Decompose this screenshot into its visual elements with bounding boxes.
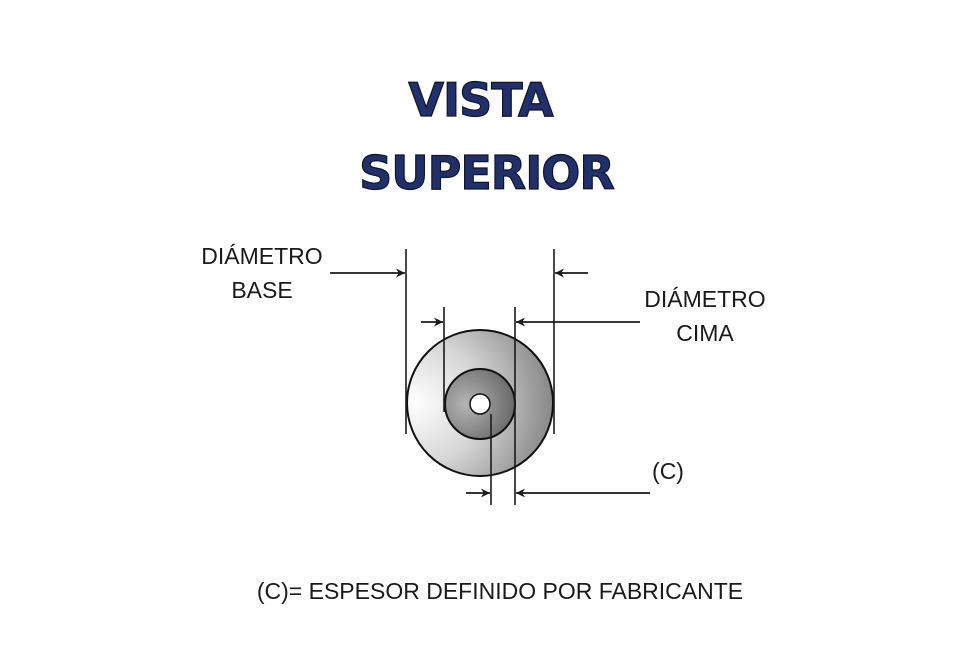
top-diameter-label-line-2: CIMA [676, 320, 734, 346]
thickness-label: (C) [652, 458, 684, 484]
title-line-1: VISTA [408, 73, 554, 127]
base-diameter-label-line-2: BASE [231, 277, 292, 303]
center-hole [469, 393, 491, 415]
base-diameter-label-line-1: DIÁMETRO [201, 243, 322, 269]
footnote: (C)= ESPESOR DEFINIDO POR FABRICANTE [257, 578, 743, 604]
title-line-2: SUPERIOR [359, 146, 616, 200]
top-diameter-label-line-1: DIÁMETRO [644, 286, 765, 312]
